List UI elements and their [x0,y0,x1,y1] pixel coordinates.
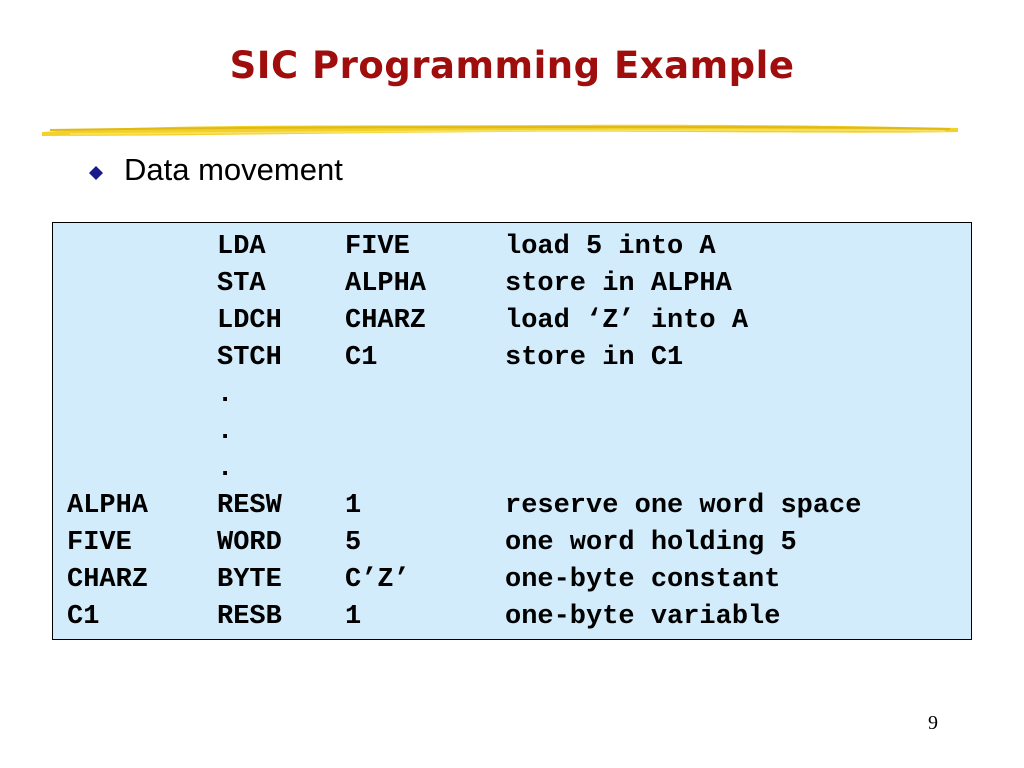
code-line: STA ALPHA store in ALPHA [53,266,971,303]
code-comment: one word holding 5 [505,528,797,558]
code-opcode: LDA [217,232,266,262]
code-comment: store in C1 [505,343,684,373]
code-label: ALPHA [67,491,149,521]
code-operand: ALPHA [345,269,427,299]
code-operand: FIVE [345,232,410,262]
code-comment: one-byte constant [505,565,781,595]
code-operand: C1 [345,343,378,373]
code-operand: CHARZ [345,306,427,336]
code-line: C1 RESB 1 one-byte variable [53,599,971,636]
code-opcode: STA [217,269,266,299]
code-opcode: RESW [217,491,282,521]
title-underline-brush [42,124,958,136]
bullet-text: Data movement [124,152,343,187]
code-label: FIVE [67,528,132,558]
diamond-bullet-icon [89,166,103,180]
code-operand: C’Z’ [345,565,410,595]
code-opcode: WORD [217,528,282,558]
code-line: LDA FIVE load 5 into A [53,229,971,266]
code-opcode: . [217,380,234,410]
code-label: C1 [67,602,100,632]
code-opcode: BYTE [217,565,282,595]
code-line: FIVE WORD 5 one word holding 5 [53,525,971,562]
code-comment: load 5 into A [505,232,716,262]
code-opcode: . [217,417,234,447]
code-operand: 1 [345,491,362,521]
page-number: 9 [928,712,938,734]
code-opcode: STCH [217,343,282,373]
code-listing-box: LDA FIVE load 5 into A STA ALPHA store i… [52,222,972,640]
slide-title: SIC Programming Example [229,44,795,87]
code-line: STCH C1 store in C1 [53,340,971,377]
code-opcode: LDCH [217,306,282,336]
code-comment: store in ALPHA [505,269,732,299]
code-operand: 1 [345,602,362,632]
code-opcode: . [217,454,234,484]
code-line: . [53,414,971,451]
code-line: LDCH CHARZ load ‘Z’ into A [53,303,971,340]
code-line: ALPHA RESW 1 reserve one word space [53,488,971,525]
code-comment: load ‘Z’ into A [505,306,749,336]
bullet-item: Data movement [88,150,343,190]
code-opcode: RESB [217,602,282,632]
code-operand: 5 [345,528,362,558]
code-label: CHARZ [67,565,149,595]
code-line: . [53,377,971,414]
code-comment: reserve one word space [505,491,862,521]
code-comment: one-byte variable [505,602,781,632]
code-line: . [53,451,971,488]
code-line: CHARZ BYTE C’Z’ one-byte constant [53,562,971,599]
